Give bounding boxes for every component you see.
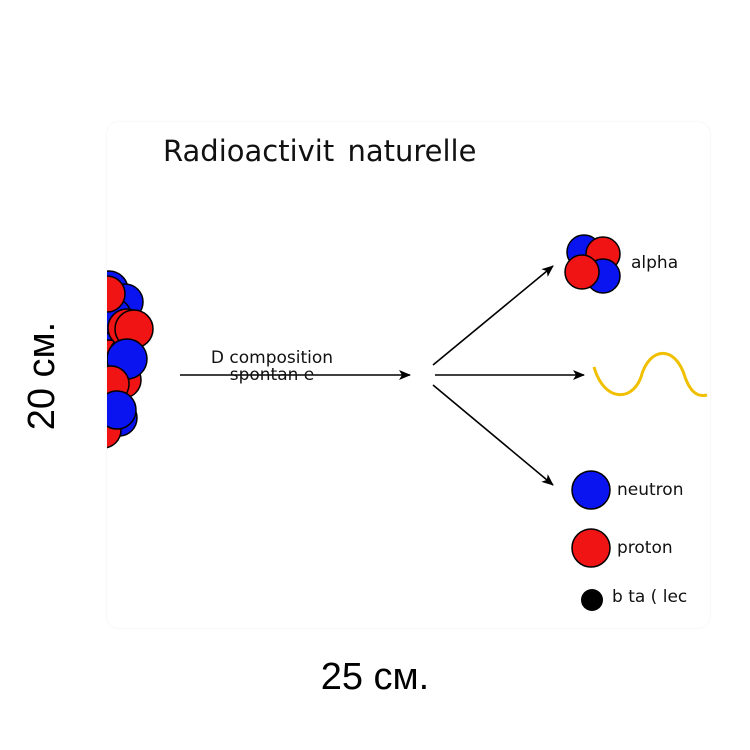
diagram-card: Radioactivit naturelle D composition spo…: [107, 122, 710, 628]
electron-legend-icon: [581, 589, 603, 611]
proton-label: proton: [617, 538, 673, 558]
diagram-title: Radioactivit naturelle: [163, 134, 477, 168]
nucleus-cluster: [107, 270, 154, 449]
width-dimension-label: 25 см.: [320, 656, 430, 698]
proton-legend-icon: [571, 528, 611, 568]
height-dimension-label: 20 см.: [21, 321, 63, 431]
diagram-graphics: [107, 234, 708, 611]
neutron-legend-icon: [571, 470, 611, 510]
neutron-label: neutron: [617, 480, 684, 500]
particle-arrow: [432, 384, 554, 486]
alpha-label: alpha: [631, 253, 679, 273]
gamma-wave: [592, 351, 708, 397]
beta-label: b ta ( lec: [612, 587, 688, 607]
alpha-arrow: [432, 265, 554, 366]
decay-arrow-label: D composition spontan e: [177, 350, 367, 384]
decay-label-line1: D composition: [210, 348, 334, 368]
decay-label-line2: spontan e: [229, 365, 315, 385]
alpha-particle: [564, 234, 621, 294]
